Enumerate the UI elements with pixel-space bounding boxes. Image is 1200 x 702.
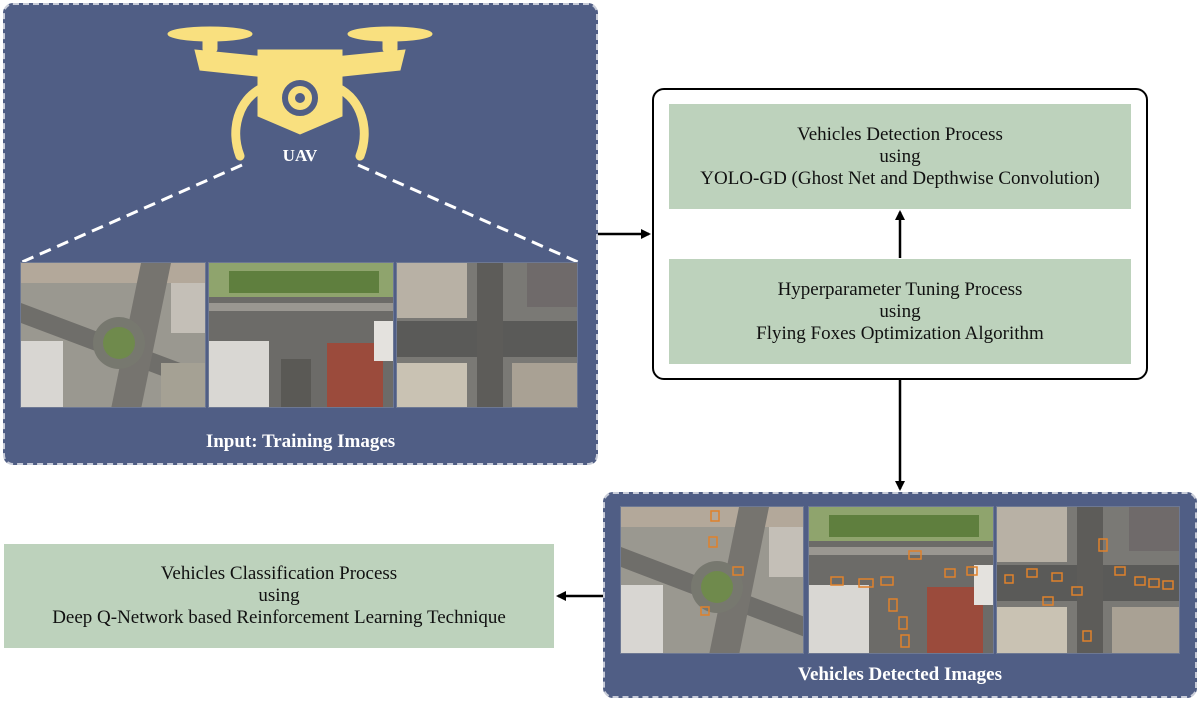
uav-view-lines <box>21 163 579 264</box>
tuning-box: Hyperparameter Tuning Process using Flyi… <box>669 259 1131 364</box>
uav-label: UAV <box>282 146 318 165</box>
input-panel-label: Input: Training Images <box>205 431 396 452</box>
classification-box: Vehicles Classification Process using De… <box>4 544 554 648</box>
detected-image-2 <box>808 506 994 654</box>
detected-image-3 <box>996 506 1180 654</box>
classification-title: Vehicles Classification Process <box>160 563 398 584</box>
detection-box: Vehicles Detection Process using YOLO-GD… <box>669 104 1131 209</box>
detected-panel-label: Vehicles Detected Images <box>797 664 1003 685</box>
drone-icon <box>167 26 433 161</box>
classification-method: Deep Q-Network based Reinforcement Learn… <box>52 607 506 628</box>
tuning-method: Flying Foxes Optimization Algorithm <box>756 322 1044 344</box>
detection-method: YOLO-GD (Ghost Net and Depthwise Convolu… <box>700 167 1100 189</box>
aerial-image-1 <box>20 262 206 408</box>
detection-using: using <box>879 145 921 167</box>
tuning-using: using <box>879 300 921 322</box>
tuning-title: Hyperparameter Tuning Process <box>777 278 1023 300</box>
aerial-image-3 <box>396 262 578 408</box>
aerial-image-2 <box>208 262 394 408</box>
detected-image-1 <box>620 506 804 654</box>
detection-title: Vehicles Detection Process <box>797 123 1003 145</box>
classification-using: using <box>258 585 300 606</box>
